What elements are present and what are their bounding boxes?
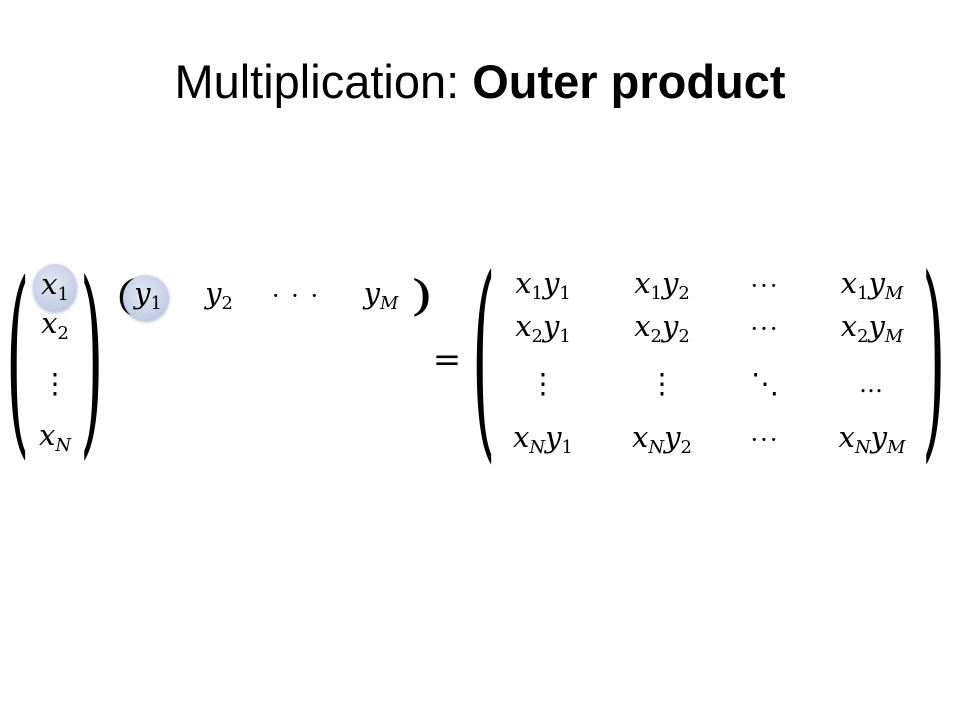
matrix-entry: ⋱ bbox=[751, 367, 779, 400]
column-vector-entry: ⋮ bbox=[41, 367, 69, 400]
column-vector-entry: x1 bbox=[41, 266, 69, 306]
column-vector-entry: x2 bbox=[41, 305, 69, 345]
matrix-entry: x1y2 bbox=[634, 265, 690, 305]
row-vector-entry: · · · bbox=[271, 282, 321, 310]
matrix-entry: x2y1 bbox=[515, 308, 571, 348]
matrix-entry: x1y1 bbox=[515, 265, 571, 305]
title-emphasis: Outer product bbox=[472, 55, 786, 108]
matrix-entry: ⋮ bbox=[648, 367, 676, 400]
row-vector-right-paren: ) bbox=[410, 271, 434, 321]
slide-title: Multiplication: Outer product bbox=[0, 58, 960, 105]
matrix-entry: xNy1 bbox=[513, 419, 573, 459]
matrix-entry: ··· bbox=[750, 272, 780, 300]
title-prefix: Multiplication: bbox=[174, 55, 473, 108]
matrix-entry: xNy2 bbox=[632, 419, 692, 459]
equals-sign: = bbox=[432, 340, 462, 380]
matrix-entry: … bbox=[859, 370, 885, 398]
matrix-entry: x1yM bbox=[840, 265, 904, 305]
column-vector-left-paren: ( bbox=[6, 240, 30, 481]
matrix-right-paren: ) bbox=[922, 234, 946, 485]
matrix-entry: ··· bbox=[750, 426, 780, 454]
row-vector-entry: y1 bbox=[134, 275, 162, 315]
row-highlight-circle bbox=[123, 275, 169, 321]
column-highlight-circle bbox=[33, 264, 77, 312]
matrix-entry: xNyM bbox=[838, 419, 906, 459]
matrix-entry: ··· bbox=[750, 315, 780, 343]
matrix-left-paren: ( bbox=[472, 234, 496, 485]
matrix-entry: x2yM bbox=[840, 308, 904, 348]
matrix-entry: ⋮ bbox=[529, 367, 557, 400]
row-vector-entry: yM bbox=[363, 275, 399, 315]
column-vector-right-paren: ) bbox=[80, 240, 104, 481]
column-vector-entry: xN bbox=[38, 417, 72, 457]
row-vector-entry: y2 bbox=[205, 275, 233, 315]
matrix-entry: x2y2 bbox=[634, 308, 690, 348]
